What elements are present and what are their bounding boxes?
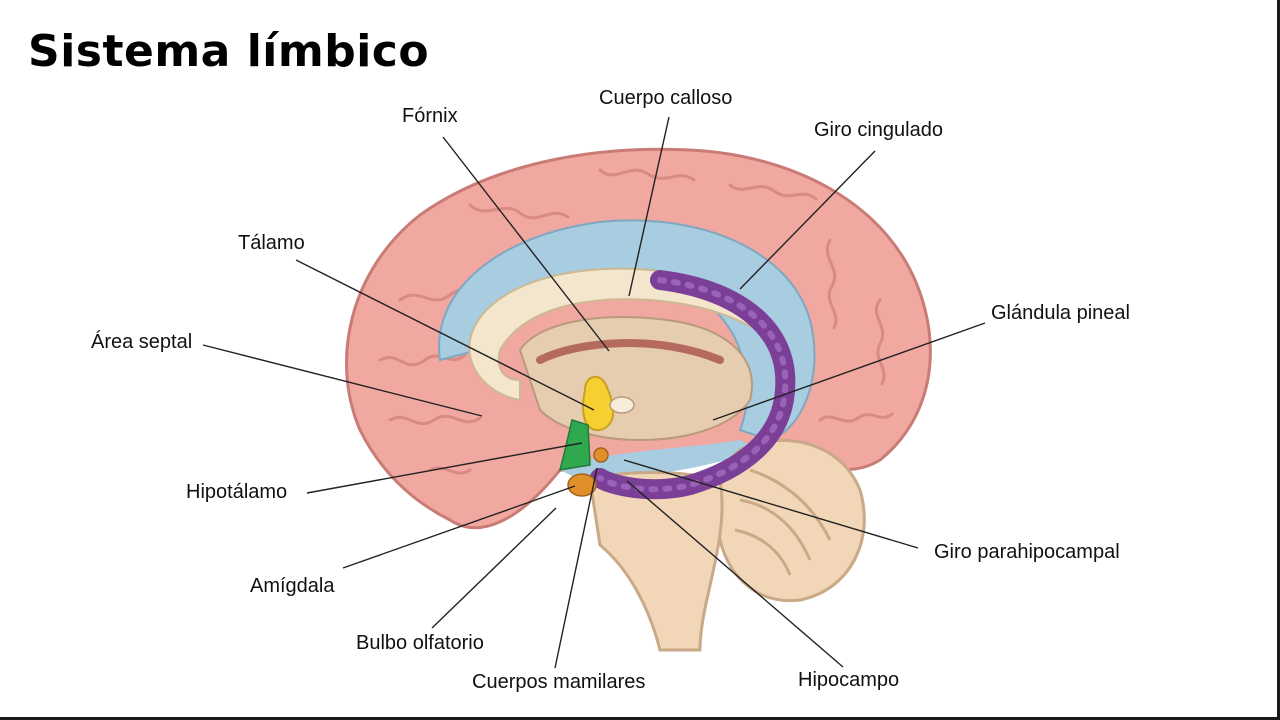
hypothalamus [558,419,591,471]
brainstem [588,471,724,652]
label-hipocampo: Hipocampo [798,669,900,691]
label-talamo: Tálamo [238,232,305,254]
label-fornix: Fórnix [402,105,458,127]
cortex-gyri [378,168,894,475]
label-giro-parahipocampal: Giro parahipocampal [934,541,1120,563]
pineal-gland [609,396,635,414]
cerebellum-folia [734,468,832,576]
label-bulbo-olfatorio: Bulbo olfatorio [356,632,484,654]
label-hipotalamo: Hipotálamo [186,481,288,503]
label-giro-cingulado: Giro cingulado [814,119,943,141]
diencephalon [518,316,753,442]
leader-lines [202,116,986,669]
label-cuerpos-mamilares: Cuerpos mamilares [472,671,646,693]
label-glandula-pineal: Glándula pineal [991,302,1130,324]
page-title: Sistema límbico [28,26,430,77]
mamillary-bodies [593,447,609,463]
label-area-septal: Área septal [91,331,193,353]
label-amigdala: Amígdala [250,575,335,597]
parahippocampal-area [560,440,760,480]
label-cuerpo-calloso: Cuerpo calloso [599,87,733,109]
amygdala [567,473,597,497]
thalamus [582,375,615,432]
